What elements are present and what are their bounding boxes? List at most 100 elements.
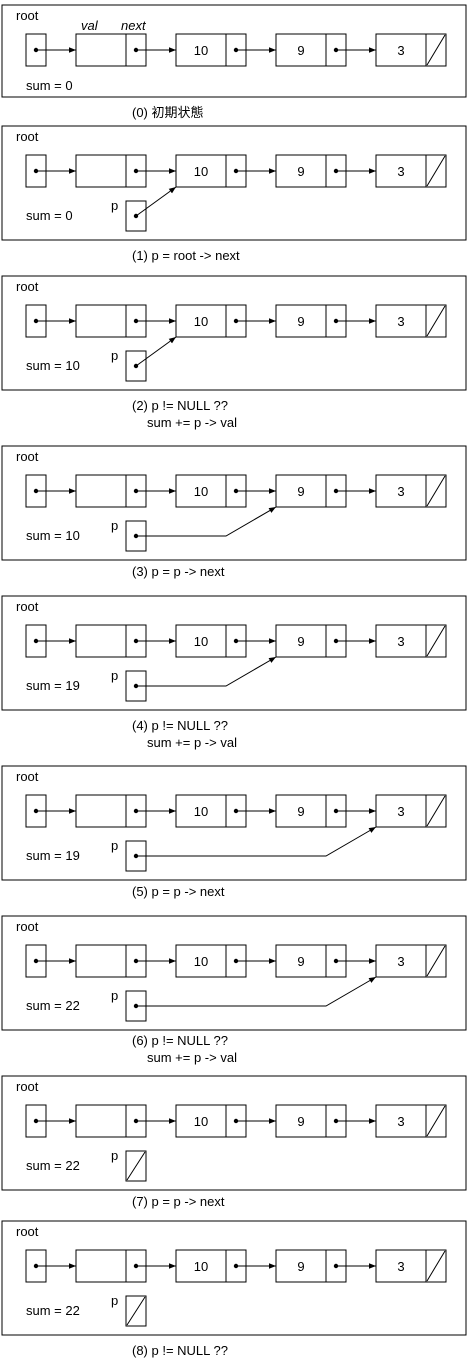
p-label: p xyxy=(111,348,118,363)
p-label: p xyxy=(111,838,118,853)
root-label: root xyxy=(16,599,39,614)
node-next-cell xyxy=(425,1104,447,1138)
panel-frame xyxy=(1,4,467,98)
null-slash xyxy=(426,475,446,507)
p-null-slash xyxy=(126,1151,146,1181)
node-next-cell xyxy=(425,624,447,658)
step-caption: sum += p -> val xyxy=(147,415,237,430)
node-value: 10 xyxy=(194,634,208,649)
step-caption: (2) p != NULL ?? xyxy=(132,398,228,413)
header-node-val-cell xyxy=(75,794,127,828)
p-label: p xyxy=(111,1293,118,1308)
node-value: 3 xyxy=(397,804,404,819)
val-label: val xyxy=(81,18,99,33)
null-slash xyxy=(426,305,446,337)
node-value: 9 xyxy=(297,1114,304,1129)
root-label: root xyxy=(16,129,39,144)
p-arrow xyxy=(135,336,177,367)
sum-value: sum = 0 xyxy=(26,208,73,223)
next-label: next xyxy=(121,18,147,33)
p-arrow xyxy=(136,976,377,1007)
p-label: p xyxy=(111,198,118,213)
p-pointer-box xyxy=(125,1150,147,1182)
p-arrow xyxy=(136,506,277,537)
step-0: root val next 10 9 3 sum = 0 (0) 初期状態 xyxy=(1,4,467,120)
sum-value: sum = 0 xyxy=(26,78,73,93)
p-arrow xyxy=(135,186,177,217)
node-value: 3 xyxy=(397,634,404,649)
node-value: 3 xyxy=(397,954,404,969)
p-pointer-box xyxy=(125,200,147,232)
node-value: 3 xyxy=(397,1259,404,1274)
node-value: 9 xyxy=(297,804,304,819)
p-label: p xyxy=(111,668,118,683)
p-label: p xyxy=(111,518,118,533)
node-value: 9 xyxy=(297,954,304,969)
header-node-val-cell xyxy=(75,154,127,188)
p-null-slash xyxy=(126,1296,146,1326)
sum-value: sum = 22 xyxy=(26,1158,80,1173)
node-next-cell xyxy=(425,304,447,338)
node-value: 9 xyxy=(297,43,304,58)
step-caption: (5) p = p -> next xyxy=(132,884,225,899)
null-slash xyxy=(426,1105,446,1137)
null-slash xyxy=(426,1250,446,1282)
root-label: root xyxy=(16,769,39,784)
panel-frame xyxy=(1,275,467,391)
node-value: 3 xyxy=(397,43,404,58)
root-label: root xyxy=(16,279,39,294)
p-arrow xyxy=(136,826,377,857)
header-node-val-cell xyxy=(75,944,127,978)
node-value: 10 xyxy=(194,954,208,969)
node-value: 3 xyxy=(397,314,404,329)
node-value: 10 xyxy=(194,314,208,329)
p-label: p xyxy=(111,988,118,1003)
step-caption: (8) p != NULL ?? xyxy=(132,1343,228,1358)
panel-frame xyxy=(1,765,467,881)
root-label: root xyxy=(16,919,39,934)
node-next-cell xyxy=(425,1249,447,1283)
step-caption: sum += p -> val xyxy=(147,1050,237,1065)
root-label: root xyxy=(16,1224,39,1239)
p-pointer-box xyxy=(125,1295,147,1327)
p-label: p xyxy=(111,1148,118,1163)
panel-frame xyxy=(1,1075,467,1191)
root-label: root xyxy=(16,1079,39,1094)
step-caption: (0) 初期状態 xyxy=(132,105,204,120)
step-caption: (4) p != NULL ?? xyxy=(132,718,228,733)
panel-frame xyxy=(1,1220,467,1336)
node-value: 10 xyxy=(194,164,208,179)
node-value: 9 xyxy=(297,164,304,179)
null-slash xyxy=(426,155,446,187)
p-pointer-box xyxy=(125,350,147,382)
header-node-val-cell xyxy=(75,33,127,67)
header-node-val-cell xyxy=(75,624,127,658)
node-value: 3 xyxy=(397,164,404,179)
node-next-cell xyxy=(425,33,447,67)
node-value: 10 xyxy=(194,1114,208,1129)
node-value: 9 xyxy=(297,484,304,499)
panel-frame xyxy=(1,445,467,561)
node-value: 9 xyxy=(297,1259,304,1274)
step-caption: (3) p = p -> next xyxy=(132,564,225,579)
null-slash xyxy=(426,945,446,977)
root-label: root xyxy=(16,8,39,23)
header-node-val-cell xyxy=(75,1249,127,1283)
node-value: 3 xyxy=(397,1114,404,1129)
node-next-cell xyxy=(425,154,447,188)
sum-value: sum = 10 xyxy=(26,528,80,543)
node-value: 3 xyxy=(397,484,404,499)
node-value: 10 xyxy=(194,1259,208,1274)
node-value: 10 xyxy=(194,43,208,58)
node-next-cell xyxy=(425,944,447,978)
null-slash xyxy=(426,34,446,66)
